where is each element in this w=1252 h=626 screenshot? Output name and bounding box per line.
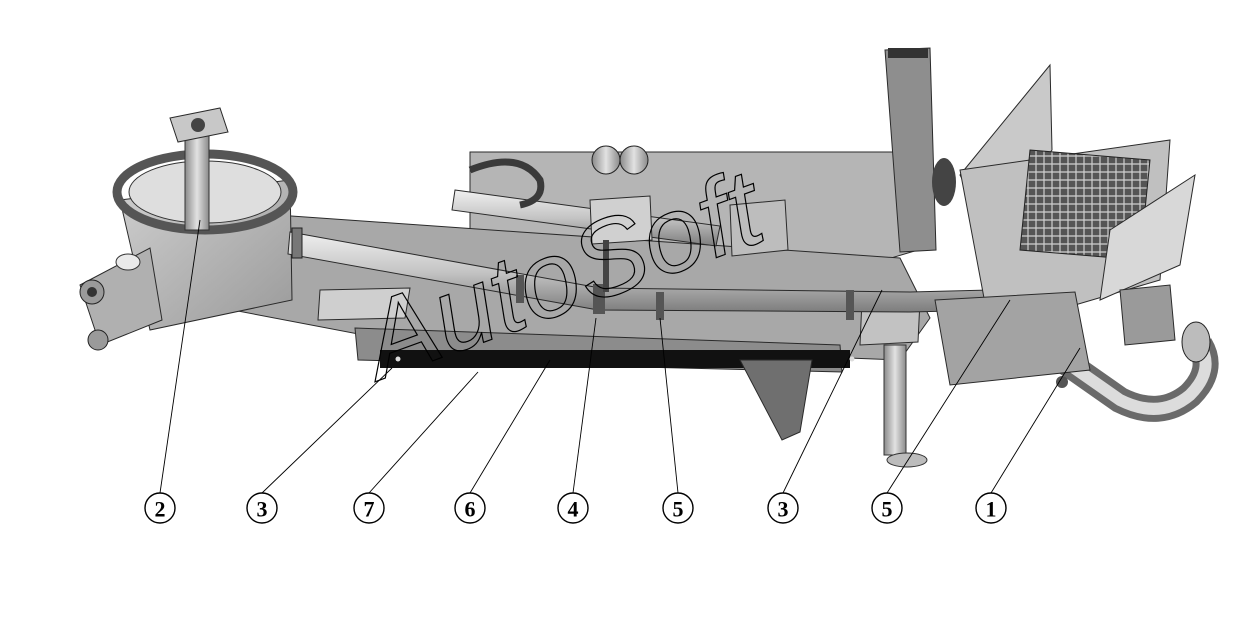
mounting-eye	[87, 329, 109, 351]
fitting	[1056, 376, 1068, 388]
pipe-clamp	[593, 284, 605, 314]
leader-line	[659, 317, 679, 494]
callout-label: 2	[155, 497, 166, 522]
coupling-housing	[79, 107, 298, 351]
leader-line	[368, 371, 479, 494]
callout-label: 1	[986, 497, 997, 522]
tank-block	[934, 291, 1091, 386]
pipe-clamp	[516, 275, 524, 303]
leader-line	[782, 289, 883, 494]
leader-line	[572, 317, 597, 494]
valve-dome	[619, 145, 649, 175]
leader-line	[469, 359, 551, 494]
leader-line	[886, 299, 1011, 494]
side-port	[115, 253, 141, 271]
callout-label: 5	[673, 497, 684, 522]
callout-label: 7	[364, 497, 375, 522]
callout-7: 3	[767, 492, 799, 524]
leader-line	[159, 219, 201, 494]
mounting-eye-bore	[87, 287, 97, 297]
pipe-clamp	[846, 290, 854, 320]
callout-circle	[246, 492, 278, 524]
dark-side-plate	[380, 350, 850, 368]
side-panel	[1099, 173, 1196, 301]
plate-bolt	[395, 356, 401, 362]
vertical-shaft	[184, 134, 210, 231]
callout-4: 6	[454, 492, 486, 524]
callout-label: 3	[778, 497, 789, 522]
right-assembly	[883, 47, 1196, 468]
frame-bracket	[317, 287, 411, 321]
callout-8: 5	[871, 492, 903, 524]
callout-label: 6	[465, 497, 476, 522]
motor	[932, 158, 956, 206]
piping	[287, 158, 1219, 422]
callout-label: 5	[882, 497, 893, 522]
support-leg	[883, 344, 907, 456]
post-cap	[888, 48, 928, 58]
valve-stem	[603, 240, 609, 292]
junction-box	[729, 199, 789, 257]
callout-3: 7	[353, 492, 385, 524]
callout-1: 2	[144, 492, 176, 524]
leader-line	[990, 347, 1081, 494]
callout-6: 5	[662, 492, 694, 524]
callout-circle	[353, 492, 385, 524]
callout-circle	[871, 492, 903, 524]
callout-2: 3	[246, 492, 278, 524]
leader-lines	[159, 219, 1081, 494]
callout-circle	[975, 492, 1007, 524]
leg-foot	[886, 452, 928, 468]
flexible-hose	[468, 158, 545, 209]
pipe-flange	[291, 227, 303, 259]
leader-line	[261, 367, 393, 494]
callout-markers: 2 3 7 6 4 5 3 5 1	[144, 492, 1007, 524]
pump-housing	[1119, 284, 1176, 346]
callout-circle	[767, 492, 799, 524]
callout-circle	[454, 492, 486, 524]
callout-label: 4	[568, 497, 579, 522]
support-gusset	[739, 359, 813, 441]
callout-9: 1	[975, 492, 1007, 524]
cap-bore	[191, 118, 205, 132]
callout-circle	[144, 492, 176, 524]
valve-dome	[591, 145, 621, 175]
valve-mount-plate	[589, 195, 653, 245]
pipe-clamp	[656, 292, 664, 320]
callout-5: 4	[557, 492, 589, 524]
callout-label: 3	[257, 497, 268, 522]
plate-bolt	[849, 356, 855, 362]
valve-assembly	[589, 145, 789, 292]
pipe-end-flange	[1181, 321, 1211, 363]
callout-circle	[662, 492, 694, 524]
callout-circle	[557, 492, 589, 524]
